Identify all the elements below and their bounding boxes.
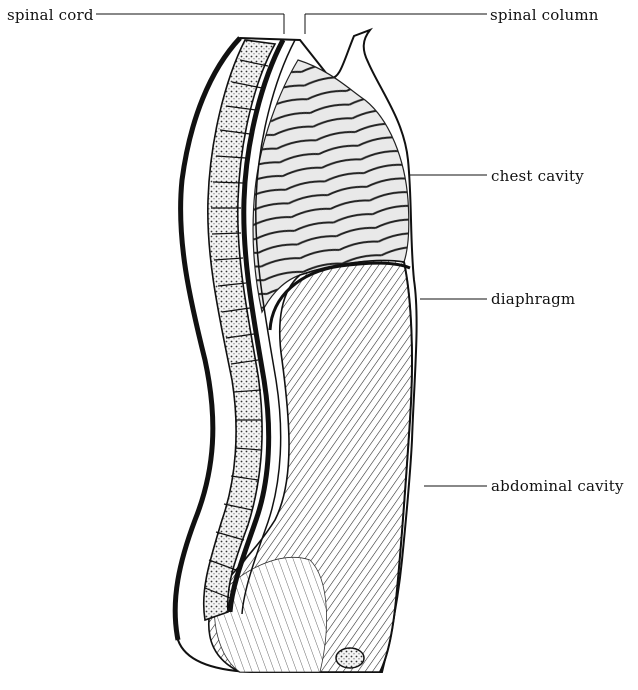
chest-cavity-label: chest cavity	[491, 167, 584, 185]
pubic-bone-section	[336, 648, 364, 668]
spinal-column-label: spinal column	[490, 6, 599, 24]
diaphragm-label: diaphragm	[491, 290, 575, 308]
abdominal-cavity-label: abdominal cavity	[491, 477, 624, 495]
spinal-cord-label: spinal cord	[7, 6, 94, 24]
